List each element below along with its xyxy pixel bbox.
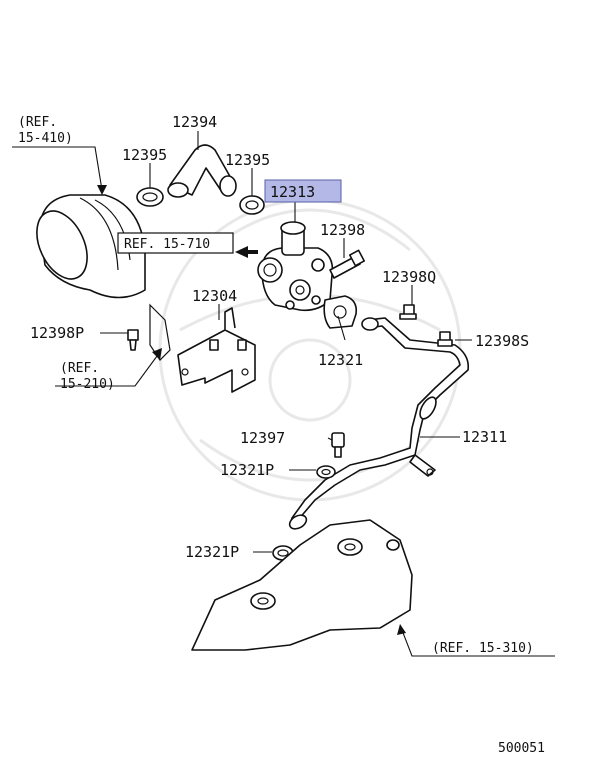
label-12398: 12398	[320, 221, 365, 239]
pipe-12311	[288, 317, 470, 530]
label-ref-15-710: REF. 15-710	[124, 237, 210, 252]
label-12398S: 12398S	[475, 332, 529, 350]
label-ref-15-410-line1: (REF.	[18, 115, 57, 130]
highlight-12313	[264, 179, 342, 203]
label-ref-15-210-line1: (REF.	[60, 361, 99, 376]
bolt-12398P	[127, 329, 139, 351]
label-12395-right: 12395	[225, 151, 270, 169]
gasket-12321	[323, 295, 358, 329]
bolt-12398	[329, 249, 366, 279]
label-12395-left: 12395	[122, 146, 167, 164]
bolt-12398Q	[399, 304, 417, 320]
hose-12394	[167, 144, 237, 198]
intake-hose-ref-part	[36, 194, 146, 299]
label-12311: 12311	[462, 428, 507, 446]
label-ref-15-310: (REF. 15-310)	[432, 641, 534, 656]
ref-15-710-box	[117, 232, 234, 254]
fitting-12397	[331, 432, 345, 458]
clamp-12395-right	[239, 195, 265, 215]
label-12321P-upper: 12321P	[220, 461, 274, 479]
label-ref-15-210-line2: 15-210)	[60, 377, 115, 392]
arrow-ref-15-310-icon	[397, 624, 406, 635]
label-12321: 12321	[318, 351, 363, 369]
washer-12321P-upper	[316, 465, 336, 479]
label-12398Q: 12398Q	[382, 268, 436, 286]
bracket-12304	[177, 307, 256, 393]
arrow-ref-15-210-icon	[152, 348, 162, 360]
label-12397: 12397	[240, 429, 285, 447]
diagram-code: 500051	[498, 741, 545, 756]
valve-12313	[257, 221, 334, 312]
label-12304: 12304	[192, 287, 237, 305]
plate-ref-15-210	[149, 303, 171, 361]
clamp-12395-left	[136, 187, 164, 207]
manifold-ref-15-310	[191, 519, 413, 651]
label-ref-15-410-line2: 15-410)	[18, 131, 73, 146]
leader-lines	[12, 131, 555, 657]
arrow-ref-15-410-icon	[97, 185, 107, 195]
label-12313[interactable]: 12313	[270, 183, 315, 201]
label-12394: 12394	[172, 113, 217, 131]
bolt-12398S	[437, 331, 453, 347]
label-12321P-lower: 12321P	[185, 543, 239, 561]
label-12398P: 12398P	[30, 324, 84, 342]
arrow-ref-15-710-icon	[235, 246, 258, 258]
